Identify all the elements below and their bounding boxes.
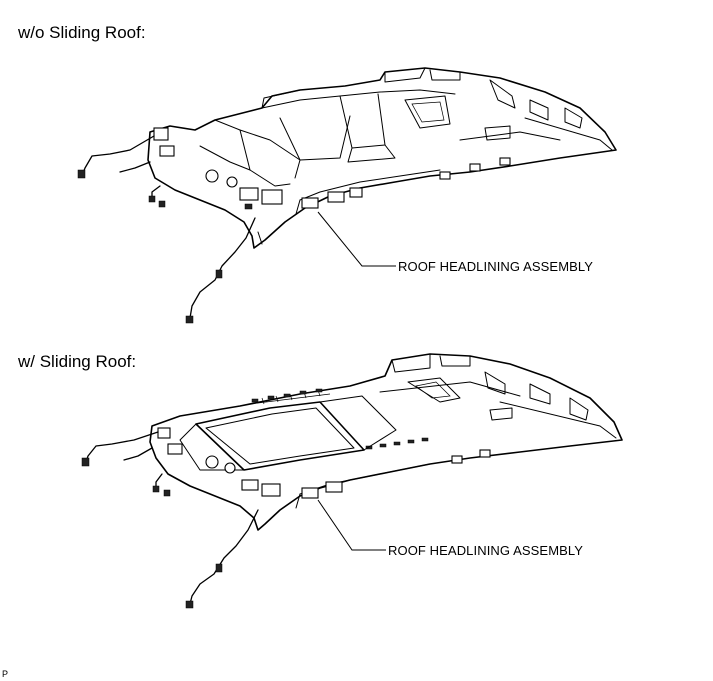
section-title-without-sliding-roof: w/o Sliding Roof: (18, 23, 146, 42)
callout-roof-headlining-assembly-upper: ROOF HEADLINING ASSEMBLY (398, 259, 594, 274)
headlining-with-sliding-roof (81, 353, 623, 609)
figure-code: P (2, 669, 9, 679)
section-title-with-sliding-roof: w/ Sliding Roof: (18, 352, 137, 371)
callout-roof-headlining-assembly-lower: ROOF HEADLINING ASSEMBLY (388, 543, 584, 558)
headlining-without-sliding-roof (77, 67, 617, 324)
